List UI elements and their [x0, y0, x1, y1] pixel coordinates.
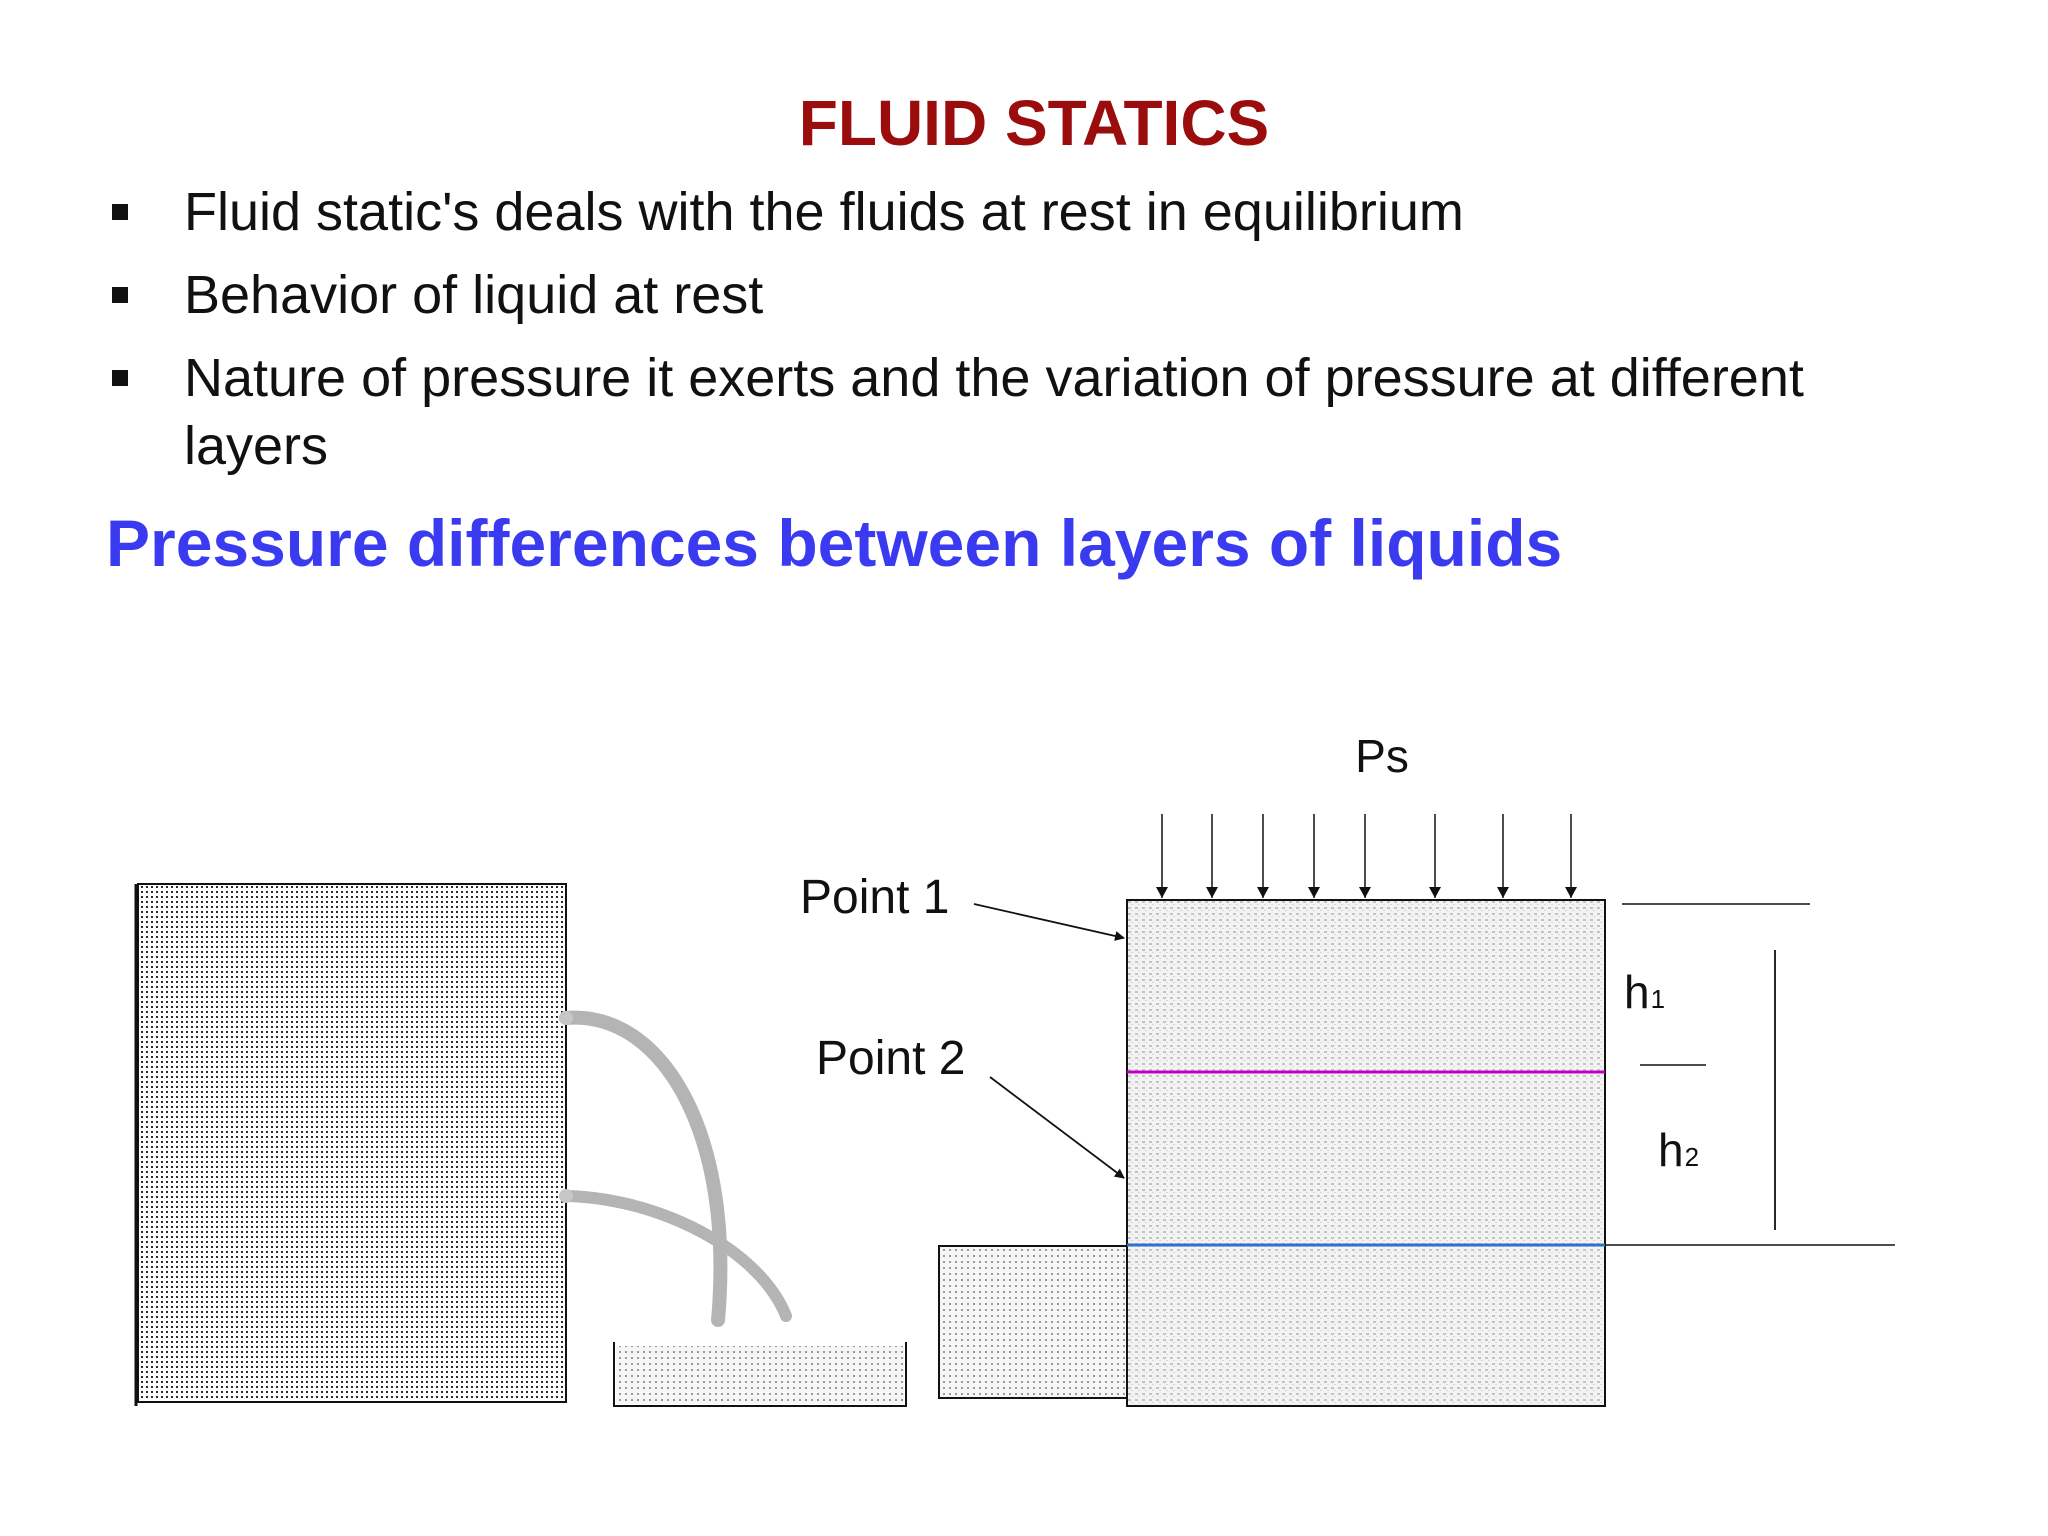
bullet-list: Fluid static's deals with the fluids at …: [108, 178, 1808, 495]
bullet-item: Fluid static's deals with the fluids at …: [108, 178, 1808, 246]
square-bullet-icon: [112, 370, 128, 386]
h2-label: h2: [1658, 1124, 1699, 1176]
square-bullet-icon: [112, 204, 128, 220]
bullet-item: Nature of pressure it exerts and the var…: [108, 344, 1808, 480]
left-tank: [134, 883, 567, 1406]
slide-title: FLUID STATICS: [798, 87, 1270, 159]
surface-pressure-label: Ps: [1355, 730, 1409, 782]
point2-leader-arrow: [989, 1076, 1125, 1179]
section-subheading: Pressure differences between layers of l…: [106, 506, 1563, 580]
point1-leader-arrow: [973, 903, 1125, 941]
bullet-text: Nature of pressure it exerts and the var…: [184, 348, 1804, 476]
liquid-column: [1126, 899, 1606, 1407]
bullet-text: Fluid static's deals with the fluids at …: [184, 182, 1464, 242]
point2-label: Point 2: [816, 1032, 965, 1085]
bullet-item: Behavior of liquid at rest: [108, 261, 1808, 329]
point1-label: Point 1: [800, 871, 949, 924]
water-jet-lower: [559, 1189, 792, 1322]
surface-pressure-arrows: [1156, 814, 1577, 898]
collection-tray: [613, 1342, 907, 1407]
h1-label: h1: [1624, 966, 1665, 1018]
bullet-text: Behavior of liquid at rest: [184, 265, 764, 325]
outlet-block: [938, 1245, 1128, 1399]
square-bullet-icon: [112, 287, 128, 303]
water-jet-upper: [559, 1010, 728, 1327]
